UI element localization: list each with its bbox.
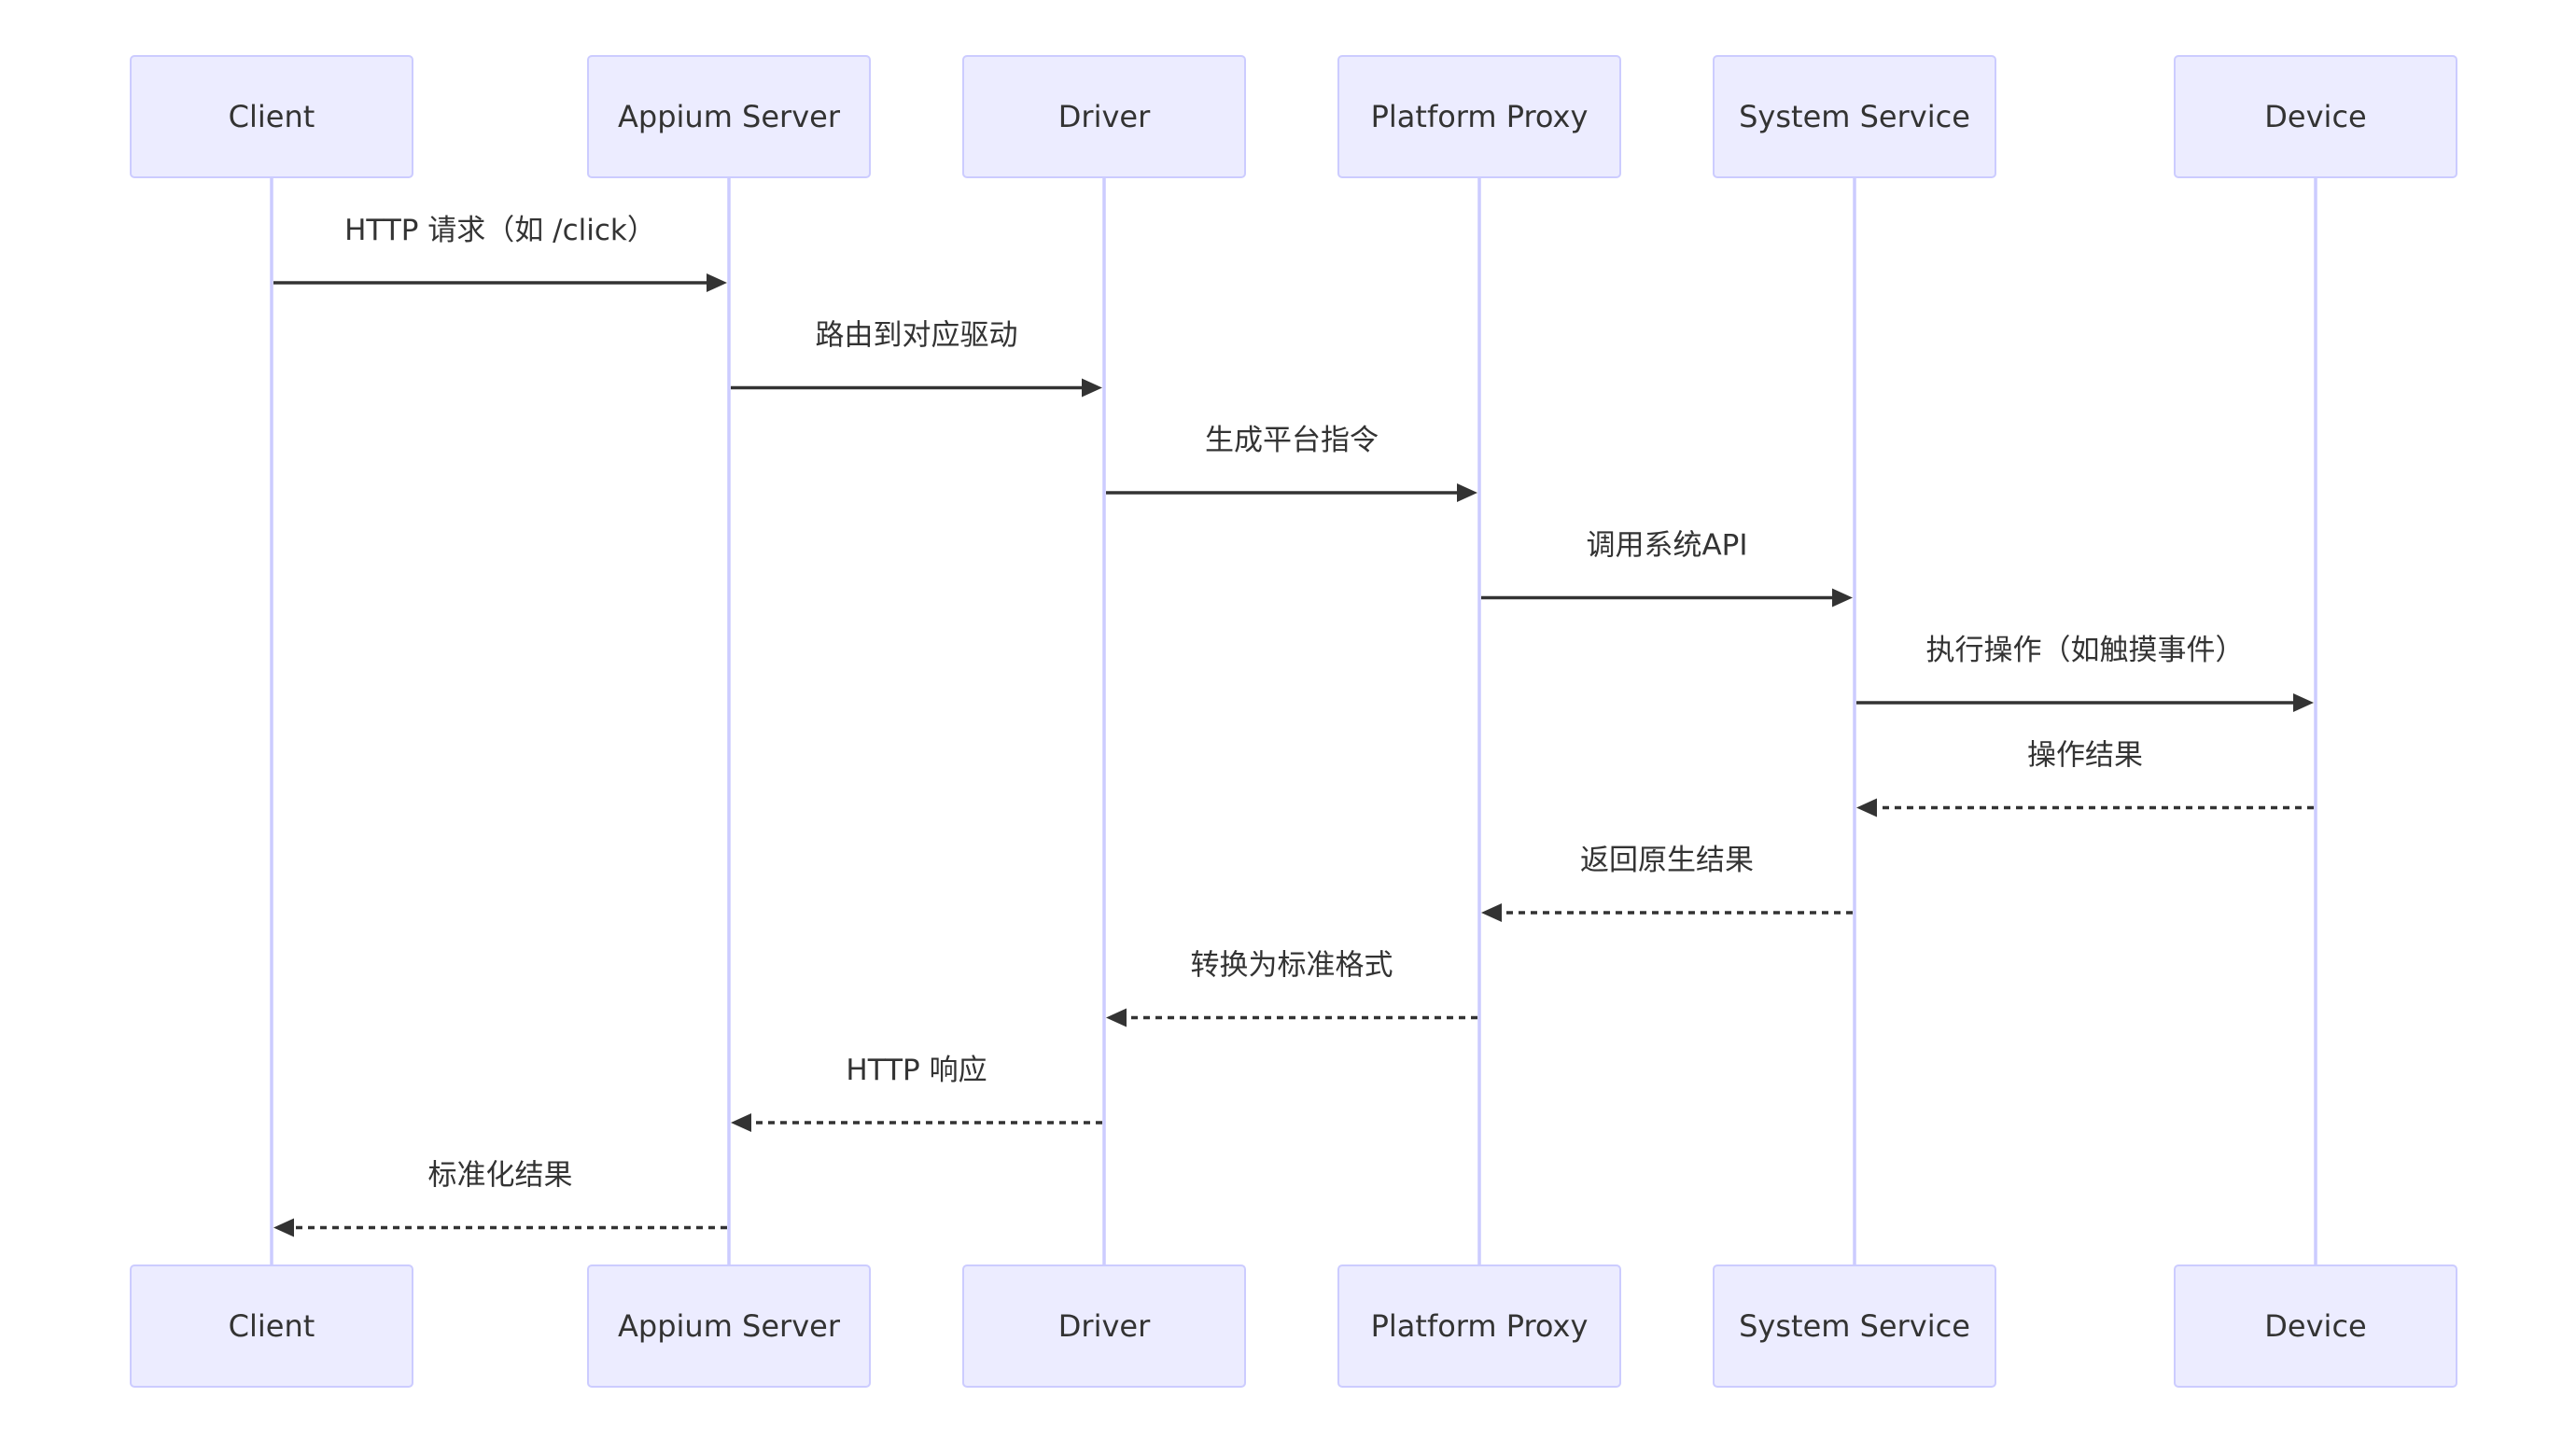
participant-service-bottom: System Service [1713,1264,1996,1388]
participant-driver-bottom: Driver [962,1264,1246,1388]
participant-box [962,1264,1246,1388]
participant-device-top: Device [2174,55,2457,178]
message-appium-to-driver: 路由到对应驱动 [731,319,1102,398]
participant-label: System Service [1739,1308,1970,1344]
participant-proxy-top: Platform Proxy [1337,55,1621,178]
arrowhead-icon [1457,483,1477,502]
participant-appium-top: Appium Server [587,55,871,178]
participant-box [1713,55,1996,178]
message-label: 标准化结果 [428,1159,573,1193]
arrowhead-icon [1481,903,1502,922]
message-device-to-service: 操作结果 [1856,739,2314,817]
message-label: 执行操作（如触摸事件） [1926,634,2245,667]
message-driver-to-proxy: 生成平台指令 [1106,424,1477,502]
participant-client-top: Client [130,55,413,178]
participant-client-bottom: Client [130,1264,413,1388]
participant-box [130,1264,413,1388]
arrowhead-icon [1832,588,1853,608]
participant-driver-top: Driver [962,55,1246,178]
participant-label: Driver [1058,99,1151,134]
participants-top: Client Appium Server Driver Platform Proxy S… [130,55,2457,178]
participant-proxy-bottom: Platform Proxy [1337,1264,1621,1388]
participant-device-bottom: Device [2174,1264,2457,1388]
participant-box [2174,55,2457,178]
message-driver-to-appium: HTTP 响应 [731,1054,1102,1132]
participant-label: Platform Proxy [1371,1308,1589,1344]
participant-label: Appium Server [618,99,841,134]
message-appium-to-client: 标准化结果 [273,1159,727,1237]
message-label: 操作结果 [2027,739,2143,773]
message-label: 路由到对应驱动 [816,319,1018,353]
message-service-to-proxy: 返回原生结果 [1481,844,1853,922]
arrowhead-icon [707,273,727,292]
participant-label: Appium Server [618,1308,841,1344]
participant-box [587,1264,871,1388]
participant-label: Client [229,1308,315,1344]
participant-service-top: System Service [1713,55,1996,178]
message-label: 返回原生结果 [1580,844,1754,877]
message-label: 调用系统API [1586,529,1747,563]
message-proxy-to-driver: 转换为标准格式 [1106,949,1477,1027]
message-service-to-device: 执行操作（如触摸事件） [1856,634,2314,712]
participant-label: Client [229,99,315,134]
participant-label: Device [2264,1308,2366,1344]
arrowhead-icon [1106,1008,1127,1027]
arrowhead-icon [1082,378,1102,398]
participant-label: System Service [1739,99,1970,134]
participant-box [130,55,413,178]
message-proxy-to-service: 调用系统API [1481,529,1853,608]
participant-box [962,55,1246,178]
participant-box [2174,1264,2457,1388]
participants-bottom: Client Appium Server Driver Platform Proxy S… [130,1264,2457,1388]
arrowhead-icon [1856,798,1877,817]
message-label: HTTP 响应 [846,1054,987,1087]
participant-box [1337,55,1621,178]
message-label: 生成平台指令 [1205,424,1379,457]
arrowhead-icon [731,1113,751,1132]
participant-box [1337,1264,1621,1388]
lifelines [270,177,2317,1265]
participant-box [1713,1264,1996,1388]
participant-label: Device [2264,99,2366,134]
participant-box [587,55,871,178]
arrowhead-icon [2293,693,2314,712]
message-label: HTTP 请求（如 /click） [344,214,656,247]
participant-appium-bottom: Appium Server [587,1264,871,1388]
message-client-to-appium: HTTP 请求（如 /click） [273,214,727,292]
participant-label: Driver [1058,1308,1151,1344]
message-label: 转换为标准格式 [1191,949,1393,983]
arrowhead-icon [273,1218,294,1237]
participant-label: Platform Proxy [1371,99,1589,134]
